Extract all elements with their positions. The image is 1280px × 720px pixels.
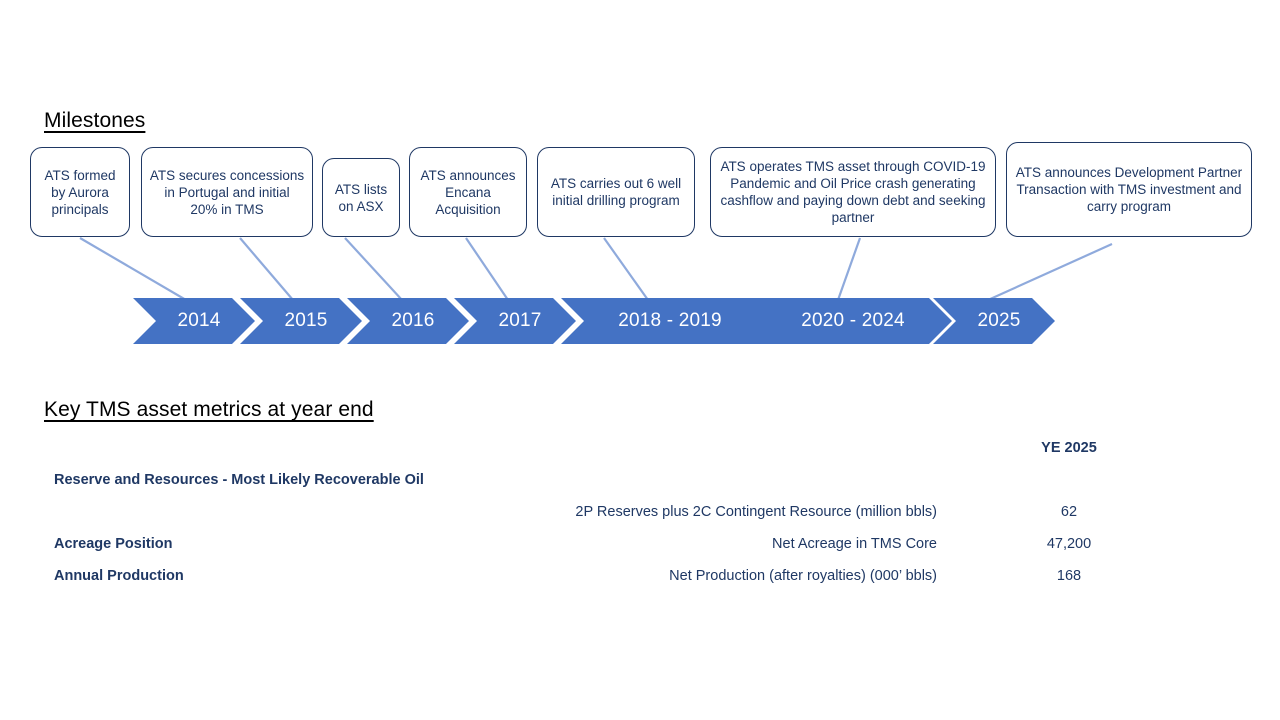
metrics-header-row: YE 2025: [0, 440, 1280, 472]
metrics-value: 47,200: [1046, 536, 1092, 552]
metrics-row: Annual Production Net Production (after r…: [0, 568, 1280, 600]
timeline-chevron-label: 2016: [391, 310, 435, 331]
milestone-box-label: ATS secures concessions in Portugal and …: [149, 167, 305, 217]
milestone-box-6: ATS operates TMS asset through COVID-19 …: [710, 147, 996, 237]
timeline-chevron-20182019[interactable]: 2018 - 2019: [561, 298, 769, 344]
milestones-heading: Milestones: [44, 109, 146, 132]
metrics-category-label: Annual Production: [54, 568, 184, 584]
metrics-description: Net Production (after royalties) (000’ b…: [669, 568, 937, 584]
timeline-chevron-group: 2014 2015 2016 2017 2018 - 2019 2020 - 2024 20…: [0, 0, 1280, 360]
milestone-box-label: ATS announces Development Partner Transa…: [1015, 165, 1243, 214]
timeline-chevron-label: 2020 - 2024: [801, 310, 905, 331]
milestone-box-3: ATS lists on ASX: [322, 158, 400, 237]
metrics-row: 2P Reserves plus 2C Contingent Resource …: [0, 504, 1280, 536]
timeline-chevron-2016[interactable]: 2016: [347, 298, 469, 344]
metrics-category-label: Reserve and Resources - Most Likely Reco…: [54, 472, 424, 488]
milestone-box-label: ATS announces Encana Acquisition: [420, 167, 516, 217]
milestone-box-5: ATS carries out 6 well initial drilling …: [537, 147, 695, 237]
timeline-chevron-2014[interactable]: 2014: [133, 298, 255, 344]
timeline-chevron-label: 2025: [977, 310, 1021, 331]
milestone-box-2: ATS secures concessions in Portugal and …: [141, 147, 313, 237]
metrics-description: Net Acreage in TMS Core: [772, 536, 937, 552]
timeline-chevron-20202024[interactable]: 2020 - 2024: [744, 298, 952, 344]
timeline-chevron-label: 2014: [177, 310, 221, 331]
metrics-column-header: YE 2025: [1041, 440, 1097, 456]
metrics-description: 2P Reserves plus 2C Contingent Resource …: [575, 504, 937, 520]
milestone-box-label: ATS operates TMS asset through COVID-19 …: [720, 159, 986, 225]
timeline-chevron-2015[interactable]: 2015: [240, 298, 362, 344]
metrics-row: Reserve and Resources - Most Likely Reco…: [0, 472, 1280, 504]
milestone-box-4: ATS announces Encana Acquisition: [409, 147, 527, 237]
timeline-chevron-label: 2018 - 2019: [618, 310, 722, 331]
milestone-box-label: ATS carries out 6 well initial drilling …: [550, 176, 682, 208]
timeline-chevron-2017[interactable]: 2017: [454, 298, 576, 344]
milestone-box-7: ATS announces Development Partner Transa…: [1006, 142, 1252, 237]
metrics-category-label: Acreage Position: [54, 536, 173, 552]
milestone-box-1: ATS formed by Aurora principals: [30, 147, 130, 237]
milestone-box-label: ATS lists on ASX: [334, 181, 388, 214]
metrics-heading: Key TMS asset metrics at year end: [44, 398, 374, 421]
milestone-box-group: ATS formed by Aurora principals ATS secur…: [0, 0, 1280, 260]
metrics-value: 168: [1056, 568, 1082, 584]
timeline-chevron-label: 2017: [498, 310, 542, 331]
metrics-row: Acreage Position Net Acreage in TMS Core 4…: [0, 536, 1280, 568]
milestone-box-label: ATS formed by Aurora principals: [44, 167, 116, 217]
metrics-value: 62: [1060, 504, 1078, 520]
timeline-chevron-label: 2015: [284, 310, 328, 331]
